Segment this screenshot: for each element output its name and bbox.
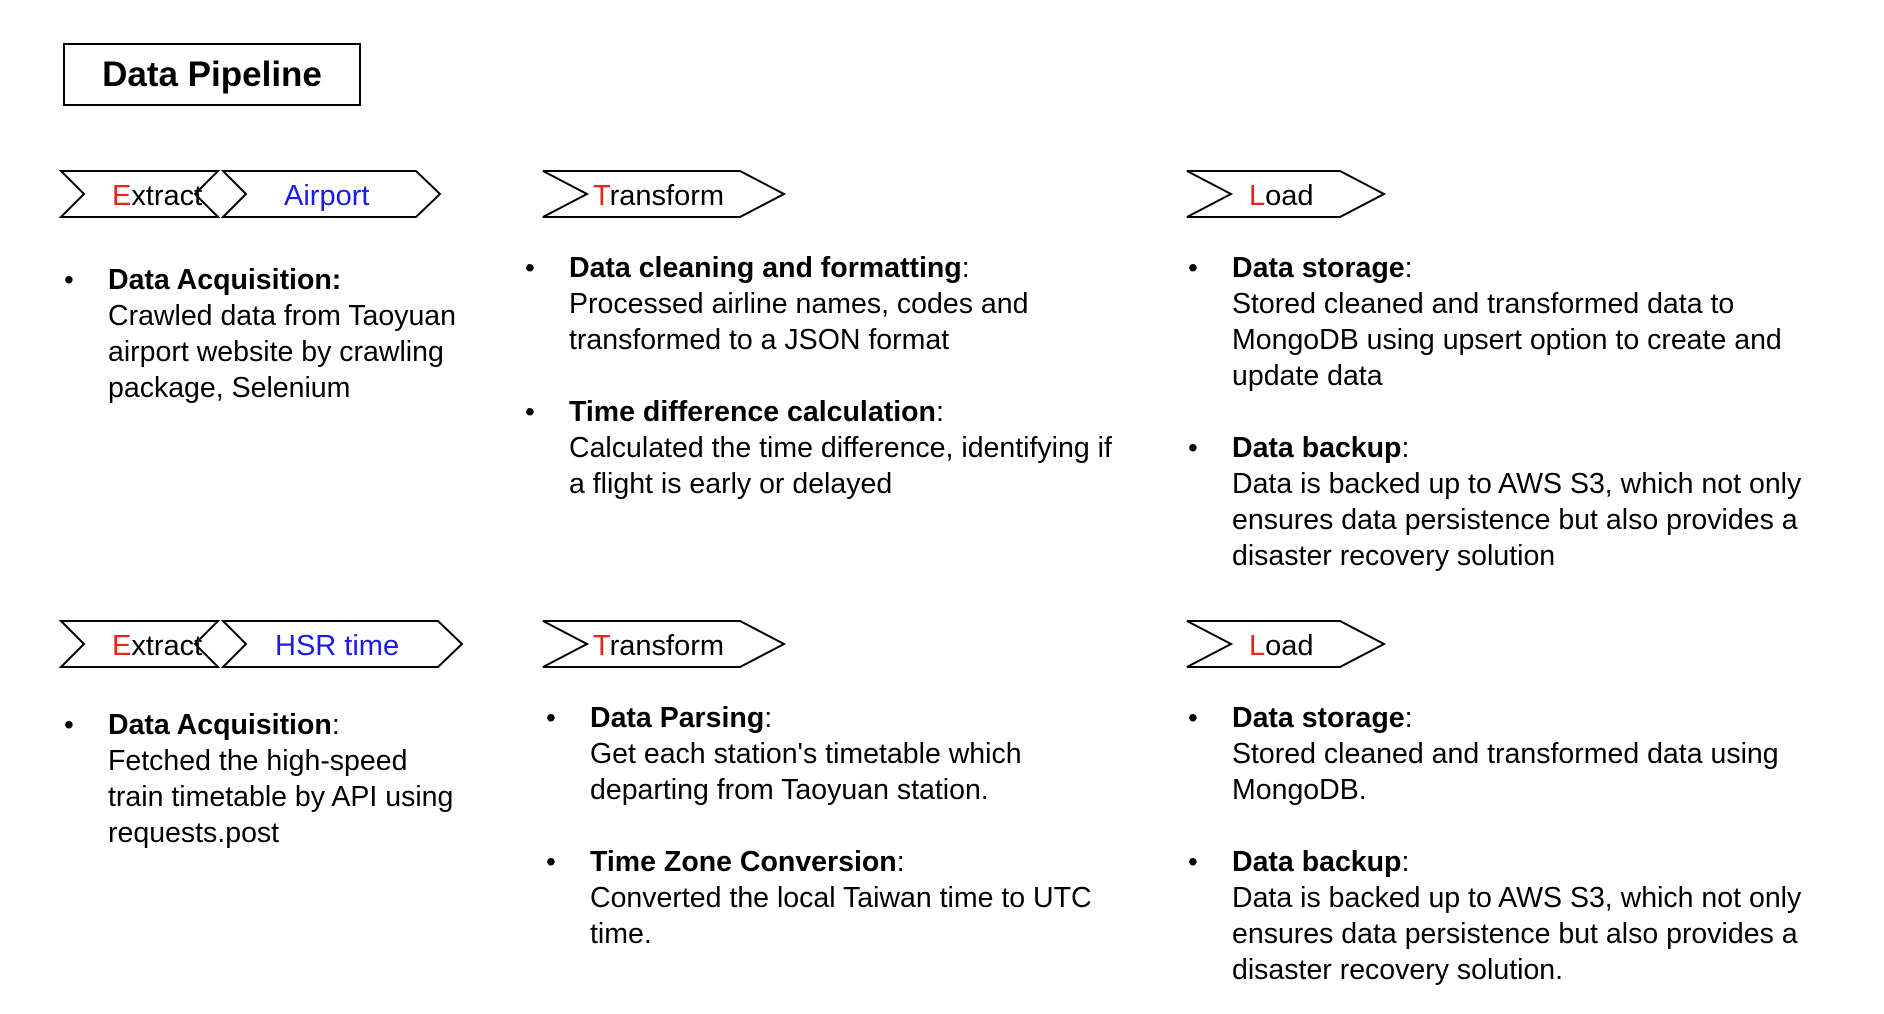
list-item: Time difference calculation: Calculated t… xyxy=(525,394,1165,502)
transform-chevron-row1: Transform xyxy=(542,170,787,218)
extract-rest: xtract xyxy=(131,180,202,212)
svg-text:Transform: Transform xyxy=(593,180,724,212)
item-desc: Converted the local Taiwan time to UTC t… xyxy=(590,882,1092,950)
transform-initial: T xyxy=(593,630,611,662)
load-section-row2: Data storage: Stored cleaned and transfor… xyxy=(1188,700,1868,988)
item-suffix: : xyxy=(764,702,773,734)
item-title: Time difference calculation xyxy=(569,396,936,428)
item-suffix: : xyxy=(1404,252,1413,284)
transform-rest: ransform xyxy=(610,180,724,212)
diagram-title: Data Pipeline xyxy=(63,43,361,106)
extract-initial: E xyxy=(112,180,131,212)
item-suffix: : xyxy=(331,709,340,741)
transform-initial: T xyxy=(593,180,611,212)
svg-text:Load: Load xyxy=(1249,630,1314,662)
source-chevron-row2: HSR time xyxy=(220,620,464,668)
item-desc: Fetched the high-speed train timetable b… xyxy=(108,745,454,849)
load-rest: oad xyxy=(1265,630,1313,662)
item-suffix: : xyxy=(961,252,970,284)
source-chevron-row1: Airport xyxy=(220,170,442,218)
list-item: Data storage: Stored cleaned and transfor… xyxy=(1188,700,1868,808)
source-label: Airport xyxy=(284,180,369,212)
item-desc: Stored cleaned and transformed data usin… xyxy=(1232,738,1779,806)
list-item: Data Acquisition: Fetched the high-speed … xyxy=(64,707,494,851)
item-desc: Data is backed up to AWS S3, which not o… xyxy=(1232,882,1802,986)
item-title: Data Acquisition xyxy=(108,709,332,741)
list-item: Data backup: Data is backed up to AWS S3,… xyxy=(1188,844,1868,988)
svg-text:Extract: Extract xyxy=(112,180,202,212)
extract-chevron-row1: Extract xyxy=(58,170,221,218)
item-title: Data cleaning and formatting xyxy=(569,252,962,284)
item-suffix: : xyxy=(1404,702,1413,734)
item-desc: Get each station's timetable which depar… xyxy=(590,738,1022,806)
list-item: Data storage: Stored cleaned and transfor… xyxy=(1188,250,1868,394)
item-title: Data backup xyxy=(1232,432,1402,464)
list-item: Data Acquisition: Crawled data from Taoyu… xyxy=(64,262,494,406)
load-chevron-row1: Load xyxy=(1186,170,1387,218)
item-desc: Processed airline names, codes and trans… xyxy=(569,288,1029,356)
extract-rest: xtract xyxy=(131,630,202,662)
extract-initial: E xyxy=(112,630,131,662)
item-title: Data storage xyxy=(1232,702,1405,734)
transform-section-row2: Data Parsing: Get each station's timetabl… xyxy=(546,700,1166,952)
transform-chevron-row2: Transform xyxy=(542,620,787,668)
item-title: Data Parsing xyxy=(590,702,765,734)
item-suffix: : xyxy=(896,846,905,878)
load-rest: oad xyxy=(1265,180,1313,212)
item-desc: Calculated the time difference, identify… xyxy=(569,432,1112,500)
load-initial: L xyxy=(1249,630,1265,662)
list-item: Data Parsing: Get each station's timetabl… xyxy=(546,700,1166,808)
transform-rest: ransform xyxy=(610,630,724,662)
item-title: Data storage xyxy=(1232,252,1405,284)
source-label: HSR time xyxy=(275,630,399,662)
transform-section-row1: Data cleaning and formatting: Processed a… xyxy=(525,250,1165,502)
list-item: Time Zone Conversion: Converted the local… xyxy=(546,844,1166,952)
item-suffix: : xyxy=(1401,846,1410,878)
item-suffix: : xyxy=(935,396,944,428)
svg-text:Transform: Transform xyxy=(593,630,724,662)
load-section-row1: Data storage: Stored cleaned and transfor… xyxy=(1188,250,1868,574)
item-desc: Crawled data from Taoyuan airport websit… xyxy=(108,300,456,404)
item-desc: Stored cleaned and transformed data to M… xyxy=(1232,288,1782,392)
item-title: Data Acquisition: xyxy=(108,264,342,296)
extract-section-row2: Data Acquisition: Fetched the high-speed … xyxy=(64,707,494,851)
item-suffix: : xyxy=(1401,432,1410,464)
svg-text:Load: Load xyxy=(1249,180,1314,212)
item-title: Data backup xyxy=(1232,846,1402,878)
extract-section-row1: Data Acquisition: Crawled data from Taoyu… xyxy=(64,262,494,406)
extract-chevron-row2: Extract xyxy=(58,620,221,668)
list-item: Data backup: Data is backed up to AWS S3,… xyxy=(1188,430,1868,574)
load-chevron-row2: Load xyxy=(1186,620,1387,668)
load-initial: L xyxy=(1249,180,1265,212)
item-desc: Data is backed up to AWS S3, which not o… xyxy=(1232,468,1802,572)
item-title: Time Zone Conversion xyxy=(590,846,897,878)
list-item: Data cleaning and formatting: Processed a… xyxy=(525,250,1165,358)
svg-text:Extract: Extract xyxy=(112,630,202,662)
